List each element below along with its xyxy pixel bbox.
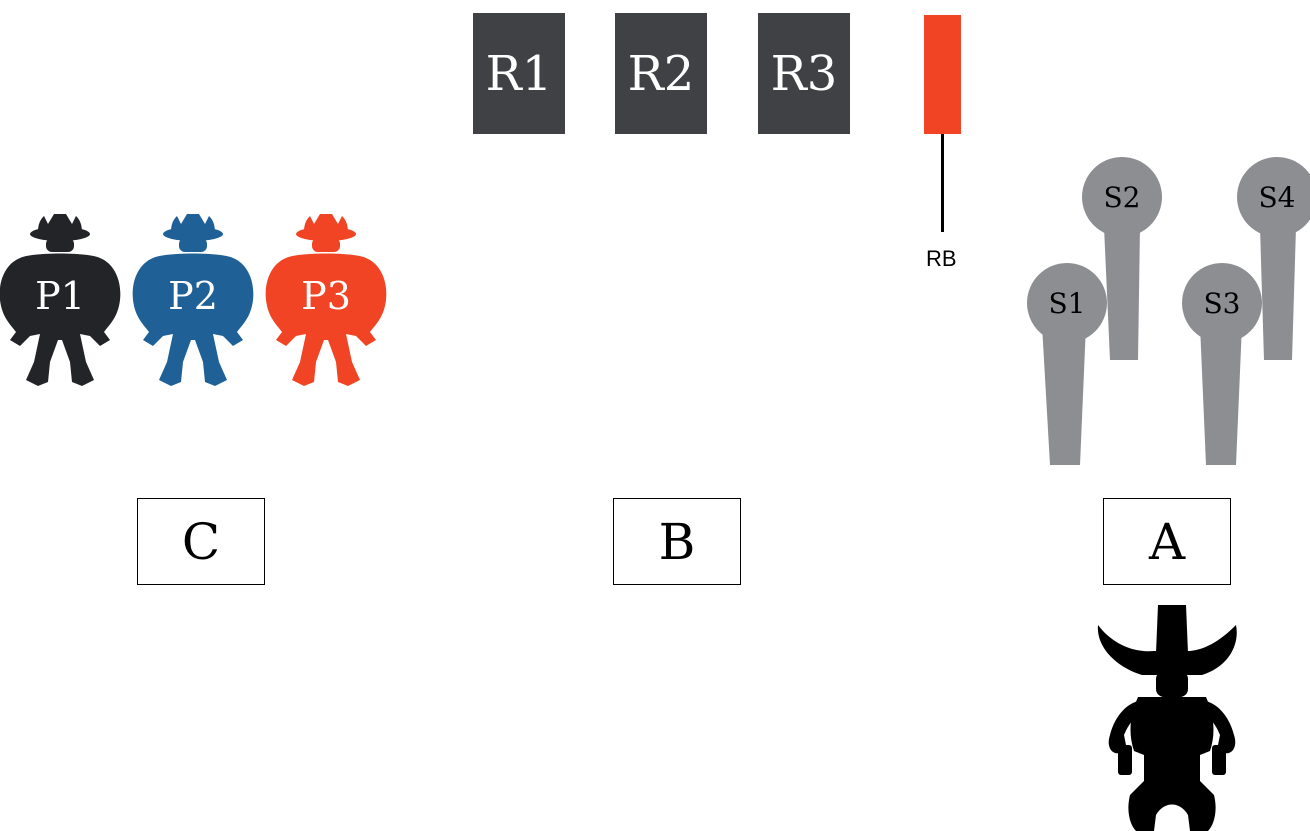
player-p2: P2 [132, 214, 254, 386]
receiver-r1: R1 [473, 13, 565, 134]
spotlight-s4: S4 [1237, 157, 1310, 360]
player-p2-label: P2 [168, 274, 218, 318]
receiver-r1-label: R1 [485, 45, 553, 102]
microphone-stand-icon [1260, 227, 1296, 360]
player-p1-label: P1 [35, 274, 85, 318]
bandit-figure [1097, 605, 1237, 831]
microphone-stand-icon [1104, 227, 1140, 360]
receiver-r2: R2 [615, 13, 707, 134]
spotlight-s2-label: S2 [1104, 181, 1141, 214]
microphone-stand-icon [1200, 325, 1242, 465]
zone-b: B [613, 498, 741, 585]
spotlight-s1-label: S1 [1049, 287, 1086, 320]
spotlight-s4-label: S4 [1259, 181, 1296, 214]
spotlight-s1: S1 [1027, 263, 1107, 465]
cowboy-standing-icon [1097, 605, 1237, 831]
zone-a: A [1103, 498, 1231, 585]
spotlight-s3-label: S3 [1204, 287, 1241, 320]
rb-connector-line [941, 134, 944, 232]
player-p3-label: P3 [301, 274, 351, 318]
spotlight-s2: S2 [1082, 157, 1162, 360]
rb-bar [924, 15, 961, 134]
player-p3: P3 [265, 214, 387, 386]
zone-a-label: A [1148, 512, 1186, 571]
zone-c: C [137, 498, 265, 585]
microphone-stand-icon [1042, 325, 1086, 465]
zone-c-label: C [181, 512, 221, 571]
receiver-r3-label: R3 [770, 45, 838, 102]
spotlight-group: S2 S4 S1 S3 [1027, 157, 1310, 465]
receiver-r3: R3 [758, 13, 850, 134]
spotlight-s3: S3 [1182, 263, 1262, 465]
receiver-r2-label: R2 [627, 45, 695, 102]
player-p1: P1 [0, 214, 121, 386]
player-group: P1 P2 P3 [0, 214, 387, 386]
zone-b-label: B [658, 512, 696, 571]
rb-label: RB [926, 246, 957, 271]
